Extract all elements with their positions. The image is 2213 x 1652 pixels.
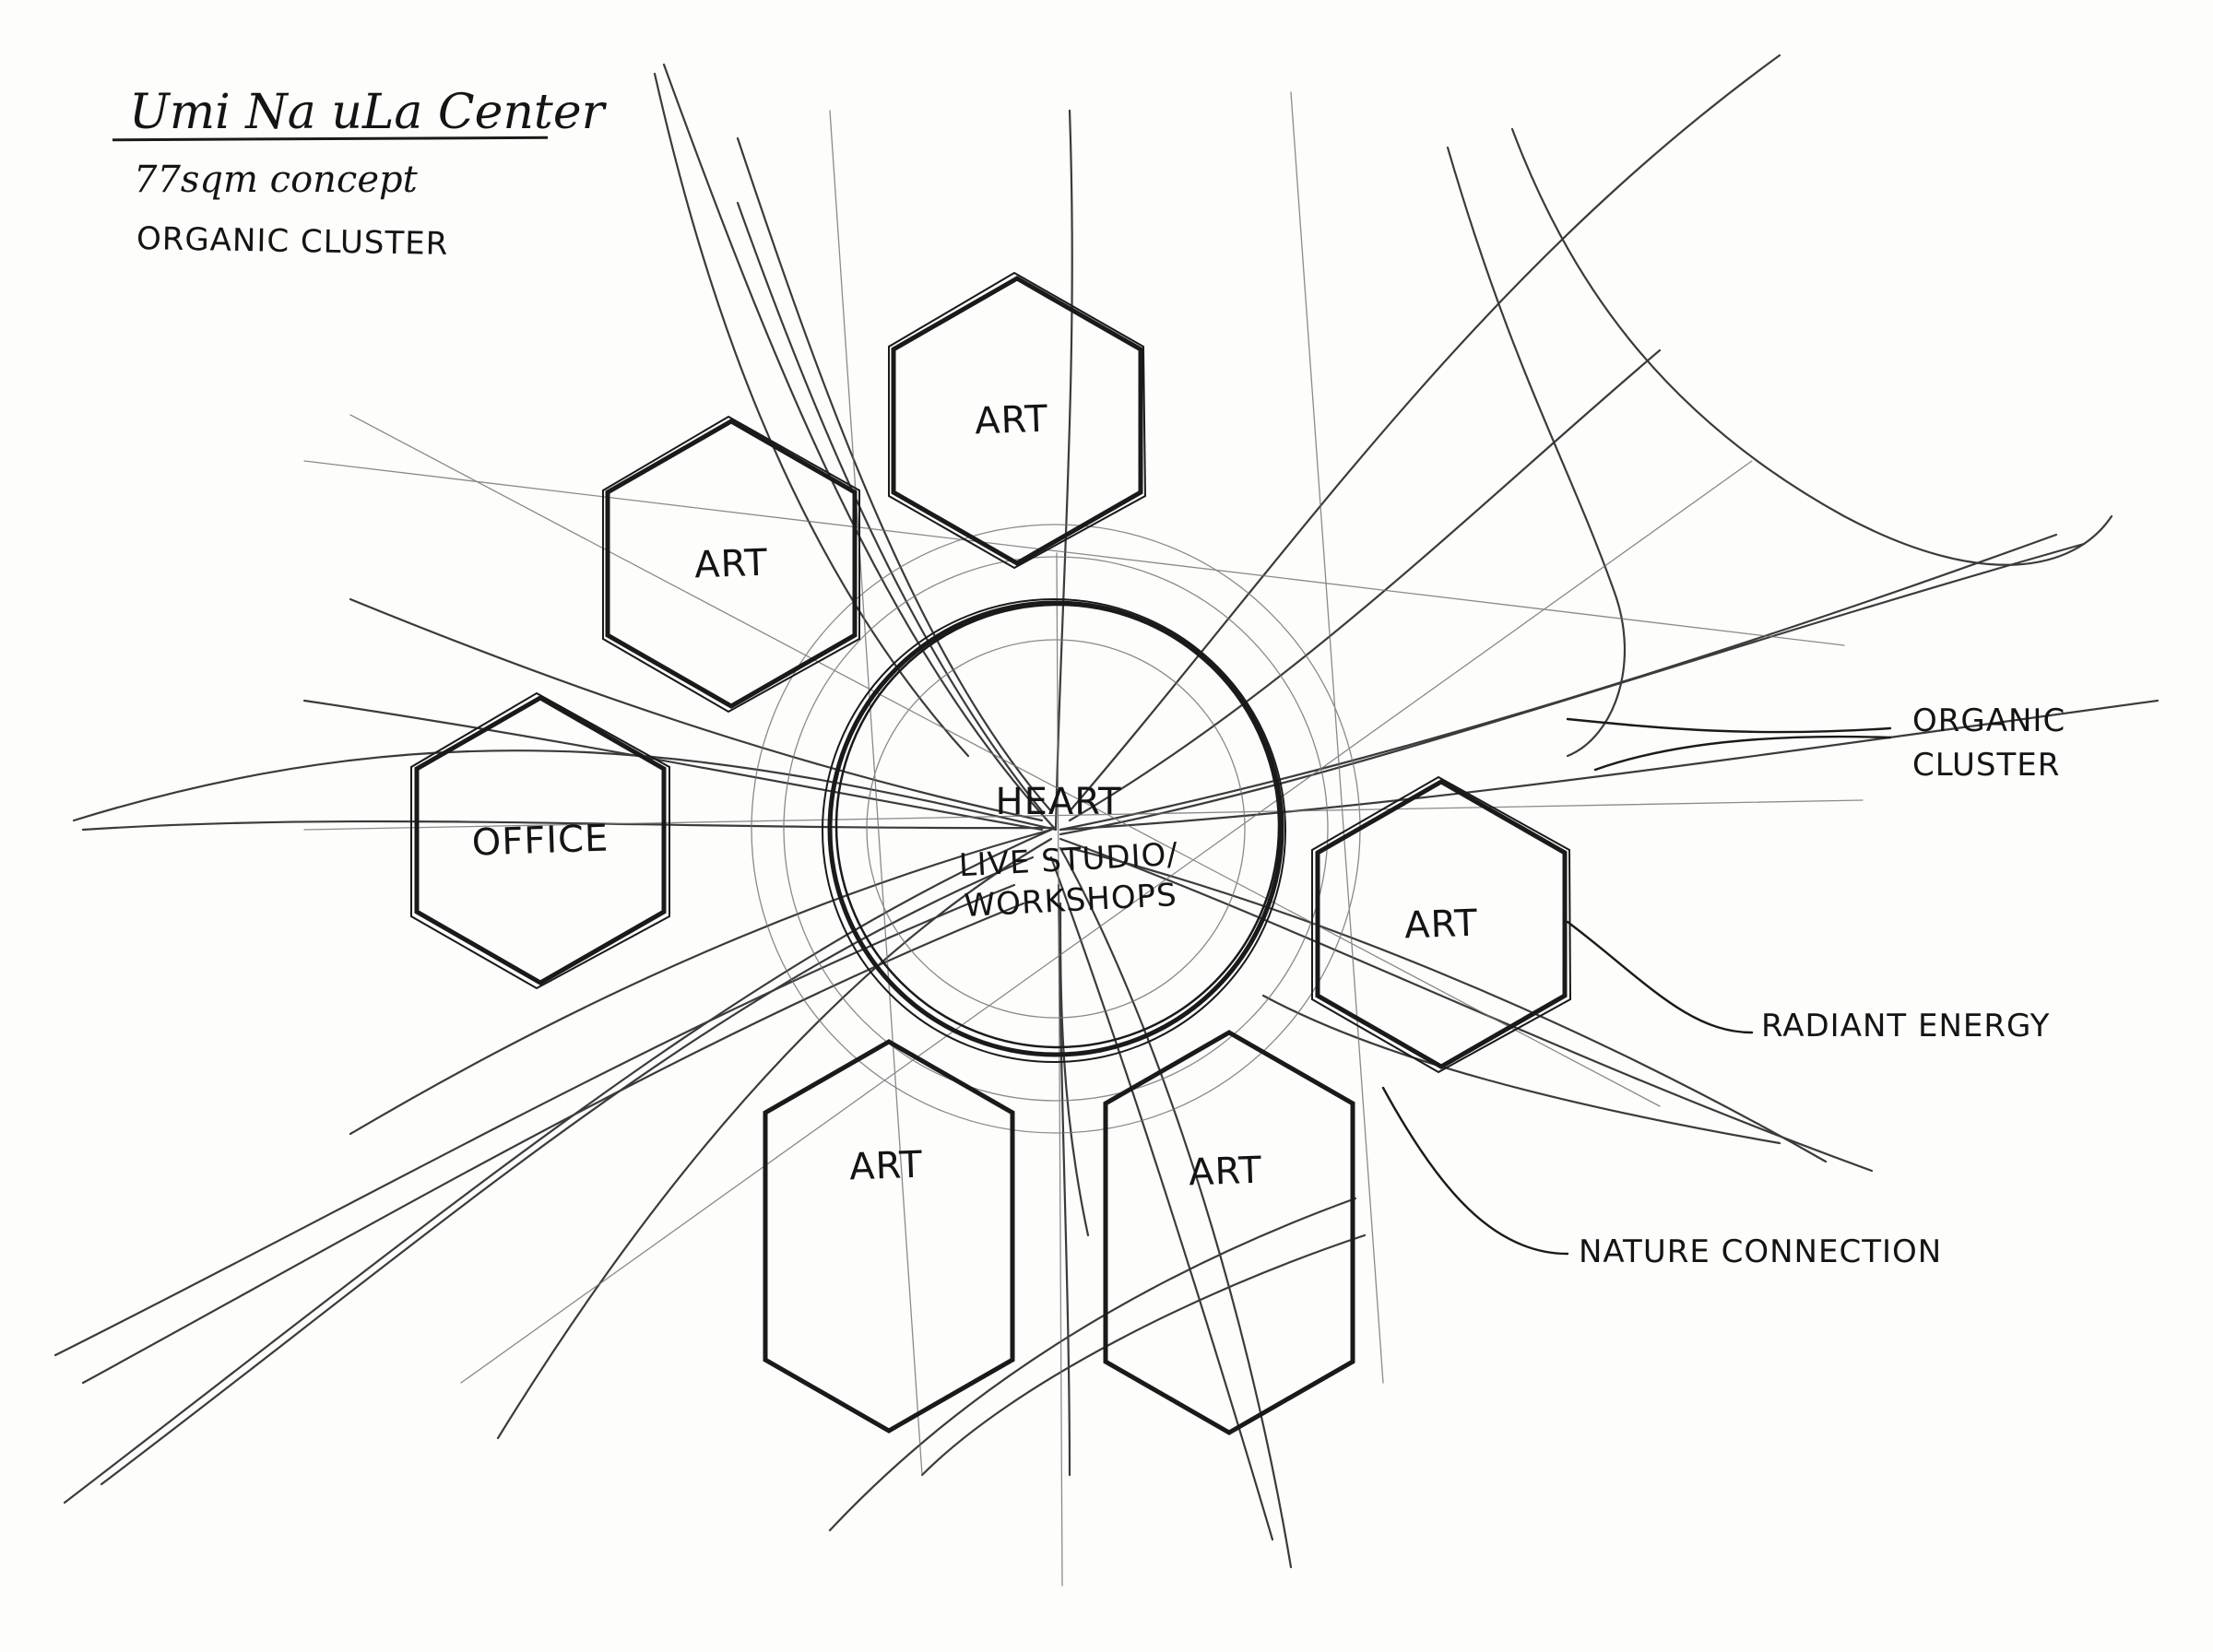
project-area: 77sqm concept [134,159,418,201]
project-title: Umi Na uLa Center [129,85,605,140]
hex-art-right [1311,775,1572,1074]
room-label-office: OFFICE [470,817,610,865]
hex-art-top [888,271,1147,570]
room-label-art-bottom-right: ART [1188,1149,1263,1195]
heart-function: LIVE STUDIO/ WORKSHOPS [958,834,1181,926]
annotation-organic-cluster-line1: ORGANIC [1912,702,2066,739]
room-label-art-right: ART [1403,902,1479,948]
hex-art-upper-left [602,415,860,714]
annotation-organic-cluster-line2: CLUSTER [1912,747,2061,784]
room-label-art-top: ART [974,397,1049,443]
heart-label: HEART [995,781,1122,823]
room-label-art-bottom-left: ART [848,1143,924,1189]
annotation-organic-cluster: ORGANIC CLUSTER [1912,699,2065,787]
project-concept: ORGANIC CLUSTER [136,220,449,263]
annotation-nature-connection: NATURE CONNECTION [1579,1233,1943,1270]
construction-lines [303,91,1864,1587]
room-label-art-upper-left: ART [693,541,769,587]
radiating-lines [53,53,2160,1569]
hex-art-bottom-right [1103,1030,1355,1435]
hex-art-bottom-left [763,1039,1015,1434]
annotation-radiant-energy: RADIANT ENERGY [1761,1008,2051,1044]
leader-lines [1381,717,1892,1256]
hex-office [410,691,670,990]
heart-circle [822,598,1286,1063]
